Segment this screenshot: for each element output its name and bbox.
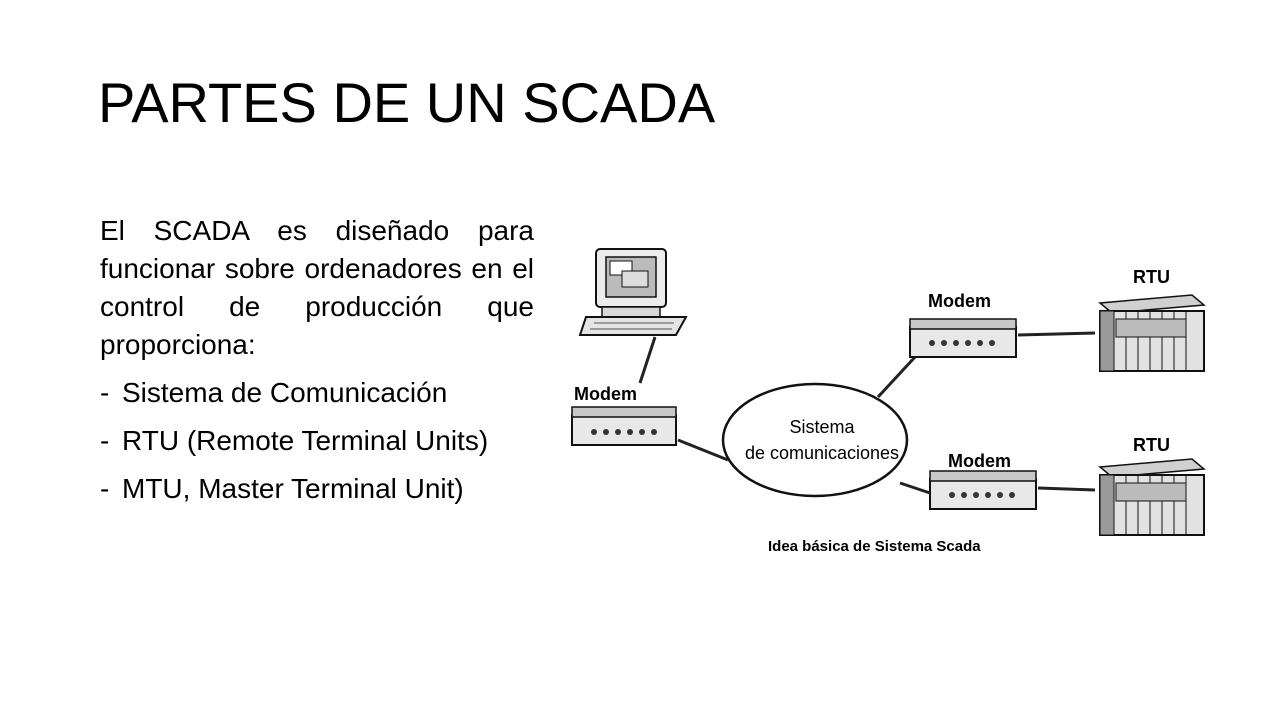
- slide-body: El SCADA es diseñado para funcionar sobr…: [100, 206, 534, 518]
- modem-top-icon: [909, 318, 1017, 358]
- bullet-item: -MTU, Master Terminal Unit): [100, 470, 534, 508]
- modem-bottom-icon: [929, 470, 1037, 510]
- bullet-text: MTU, Master Terminal Unit): [122, 473, 464, 504]
- line-network-modem-bottom: [899, 481, 931, 495]
- connection-lines: [638, 331, 1096, 495]
- network-label-line2: de comunicaciones: [745, 443, 899, 463]
- network-ellipse: [721, 382, 909, 498]
- intro-paragraph: El SCADA es diseñado para funcionar sobr…: [100, 215, 534, 360]
- modem-bottom-label: Modem: [948, 451, 1011, 471]
- bullet-item: -Sistema de Comunicación: [100, 374, 534, 412]
- rtu-top-icon: [1098, 294, 1206, 372]
- modem-left-label: Modem: [574, 384, 637, 404]
- rtu-bottom-label: RTU: [1133, 435, 1170, 455]
- network-label-line1: Sistema: [789, 417, 855, 437]
- bullet-text: RTU (Remote Terminal Units): [122, 425, 489, 456]
- bullet-list: -Sistema de Comunicación -RTU (Remote Te…: [100, 374, 534, 508]
- line-modem-rtu-top: [1017, 331, 1096, 337]
- computer-icon: [578, 248, 688, 336]
- line-computer-modem: [638, 336, 657, 384]
- rtu-top-label: RTU: [1133, 267, 1170, 287]
- line-modem-network: [677, 438, 729, 462]
- diagram-caption: Idea básica de Sistema Scada: [768, 538, 981, 555]
- scada-diagram: Modem Sistema de comunicaciones Modem Mo…: [571, 248, 1206, 555]
- bullet-text: Sistema de Comunicación: [122, 377, 448, 408]
- modem-top-label: Modem: [928, 291, 991, 311]
- rtu-bottom-icon: [1098, 458, 1206, 536]
- slide-title: PARTES DE UN SCADA: [98, 71, 716, 134]
- line-modem-rtu-bottom: [1037, 486, 1096, 492]
- bullet-item: -RTU (Remote Terminal Units): [100, 422, 534, 460]
- dash-marker: -: [100, 425, 110, 456]
- dash-marker: -: [100, 473, 110, 504]
- dash-marker: -: [100, 377, 110, 408]
- modem-left-icon: [571, 406, 677, 446]
